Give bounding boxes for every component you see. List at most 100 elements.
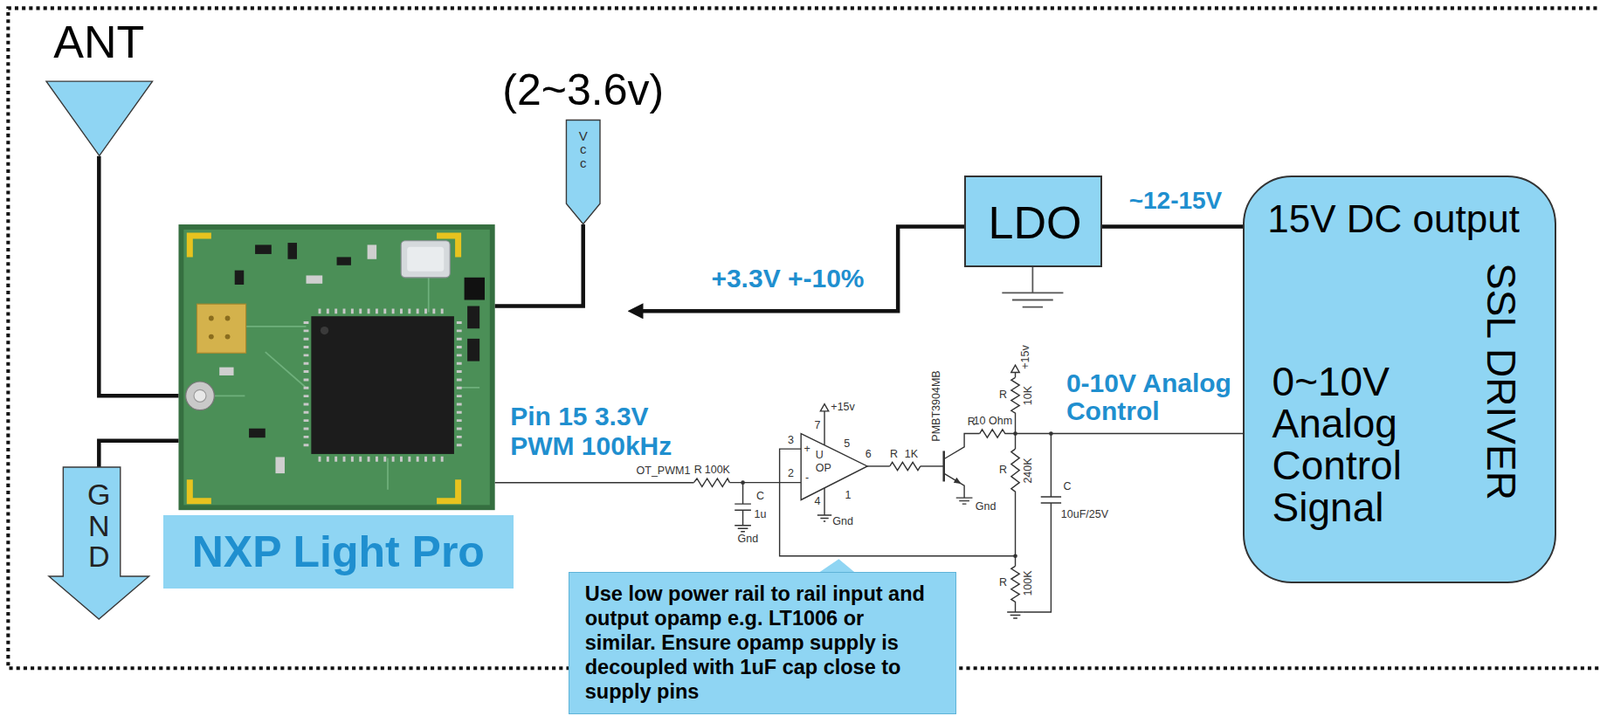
pad-dot bbox=[208, 334, 214, 340]
feedback-wire bbox=[779, 448, 1016, 557]
capacitor-symbol bbox=[734, 482, 752, 532]
schematic-label: R bbox=[999, 577, 1007, 590]
supply-pin: (2~3.6v) Vcc bbox=[496, 62, 669, 225]
resistor-symbol bbox=[1011, 377, 1020, 449]
outline-group bbox=[48, 467, 150, 620]
note-text: Use low power rail to rail input and out… bbox=[585, 581, 940, 704]
rf-module: NXP Light Pro bbox=[178, 224, 495, 511]
box-title: SSL DRIVER bbox=[1479, 262, 1525, 501]
wire-connector bbox=[633, 226, 966, 311]
resistor-symbol bbox=[889, 462, 921, 470]
transistor-base bbox=[942, 450, 945, 482]
driver-box: 15V DC output 0~10V Analog Control Signal… bbox=[1242, 175, 1557, 584]
wire-connector bbox=[1102, 224, 1243, 229]
ldo-box: LDO bbox=[964, 175, 1103, 268]
schematic-label: 4 bbox=[813, 496, 821, 509]
signal-wire bbox=[495, 482, 695, 484]
outline-shape bbox=[46, 81, 153, 156]
schematic-label: +15v bbox=[1020, 344, 1034, 369]
smd-part bbox=[219, 367, 234, 376]
junction-dot bbox=[1013, 553, 1018, 559]
schematic-label: U bbox=[815, 449, 824, 463]
transistor-emitter bbox=[944, 473, 973, 504]
pad-dot bbox=[208, 316, 214, 322]
schematic-label: - bbox=[805, 472, 809, 485]
schematic-label: R bbox=[999, 389, 1007, 402]
chip-mark bbox=[320, 326, 329, 335]
note-callout: Use low power rail to rail input and out… bbox=[568, 572, 957, 714]
edge-label: +3.3V +-10% bbox=[710, 262, 864, 292]
outline-shape bbox=[565, 120, 600, 225]
schematic-label: 7 bbox=[813, 420, 821, 434]
schematic-wire bbox=[729, 482, 801, 483]
resistor-symbol bbox=[1006, 565, 1024, 619]
schematic-label: 240K bbox=[1022, 457, 1035, 483]
wire-connector bbox=[98, 441, 179, 468]
wire-connector bbox=[98, 156, 179, 397]
smd-part bbox=[306, 275, 324, 283]
smd-part bbox=[275, 456, 285, 474]
schematic-label: PMBT3904MB bbox=[931, 370, 944, 442]
smd-part bbox=[248, 428, 266, 439]
schematic-label: 6 bbox=[865, 448, 872, 462]
schematic-label: 1u bbox=[753, 509, 766, 522]
ufl-connector bbox=[186, 381, 215, 411]
schematic-label: R bbox=[694, 464, 703, 477]
pcb-board bbox=[178, 224, 495, 511]
schematic-label: 2 bbox=[787, 468, 794, 481]
schematic-label: C bbox=[1063, 482, 1072, 495]
ground-label: GND bbox=[85, 479, 113, 573]
output-label: 15V DC output bbox=[1267, 198, 1520, 241]
voltage-range: (2~3.6v) bbox=[502, 65, 664, 114]
box-title: LDO bbox=[987, 198, 1082, 249]
smd-part bbox=[464, 277, 485, 301]
smd-part bbox=[367, 244, 378, 259]
smd-part bbox=[467, 338, 480, 362]
ground-symbol bbox=[1001, 267, 1063, 308]
emitter-arrow bbox=[953, 477, 962, 484]
resistor-symbol bbox=[693, 478, 730, 487]
schematic-label: 100K bbox=[1022, 571, 1035, 597]
schematic-wire bbox=[920, 465, 945, 467]
schematic-label: 100K bbox=[704, 464, 731, 477]
edge-label: ~12-15V bbox=[1129, 187, 1223, 215]
schematic-label: 1 bbox=[844, 489, 851, 503]
ground-arrow: GND bbox=[48, 467, 150, 620]
schematic-label: 10uF/25V bbox=[1061, 509, 1109, 522]
smd-part bbox=[467, 306, 480, 330]
smd-part bbox=[287, 242, 297, 260]
antenna-label: ANT bbox=[53, 17, 145, 68]
schematic-label: 10K bbox=[1022, 386, 1035, 406]
input-label: 0~10V Analog Control Signal bbox=[1272, 360, 1430, 529]
schematic-label: 1K bbox=[904, 448, 918, 462]
pcb-corner-marks bbox=[189, 235, 458, 502]
outline-shape bbox=[48, 467, 150, 620]
dotted-border bbox=[7, 7, 1600, 669]
wire-connector bbox=[495, 224, 584, 306]
schematic-label: OP bbox=[815, 463, 832, 476]
supply-symbol bbox=[820, 404, 828, 446]
ufl-center bbox=[193, 389, 207, 402]
crystal-top bbox=[406, 247, 444, 272]
illustration-group bbox=[7, 7, 1600, 669]
pcb-traces bbox=[213, 277, 480, 490]
antenna-symbol: ANT bbox=[46, 20, 153, 156]
schematic-label: R bbox=[889, 448, 898, 462]
schematic-label: + bbox=[804, 443, 811, 456]
schematic-label: Gnd bbox=[737, 533, 759, 546]
junction-dot bbox=[1048, 431, 1054, 436]
signal-label: 0-10V Analog Control bbox=[1066, 369, 1237, 426]
smd-part bbox=[234, 270, 245, 285]
gold-pad bbox=[196, 303, 246, 353]
schematic-wire bbox=[867, 465, 890, 467]
resistor-symbol bbox=[979, 429, 1016, 438]
outline-group bbox=[565, 120, 600, 225]
pad-dot bbox=[225, 334, 231, 340]
smd-part bbox=[337, 256, 352, 265]
schematic-label: +15v bbox=[830, 401, 855, 414]
junction-dot bbox=[740, 480, 745, 485]
schematic-label: 3 bbox=[787, 434, 794, 448]
pin-name: Vcc bbox=[577, 129, 590, 171]
schematic-label: 10 Ohm bbox=[973, 415, 1013, 428]
